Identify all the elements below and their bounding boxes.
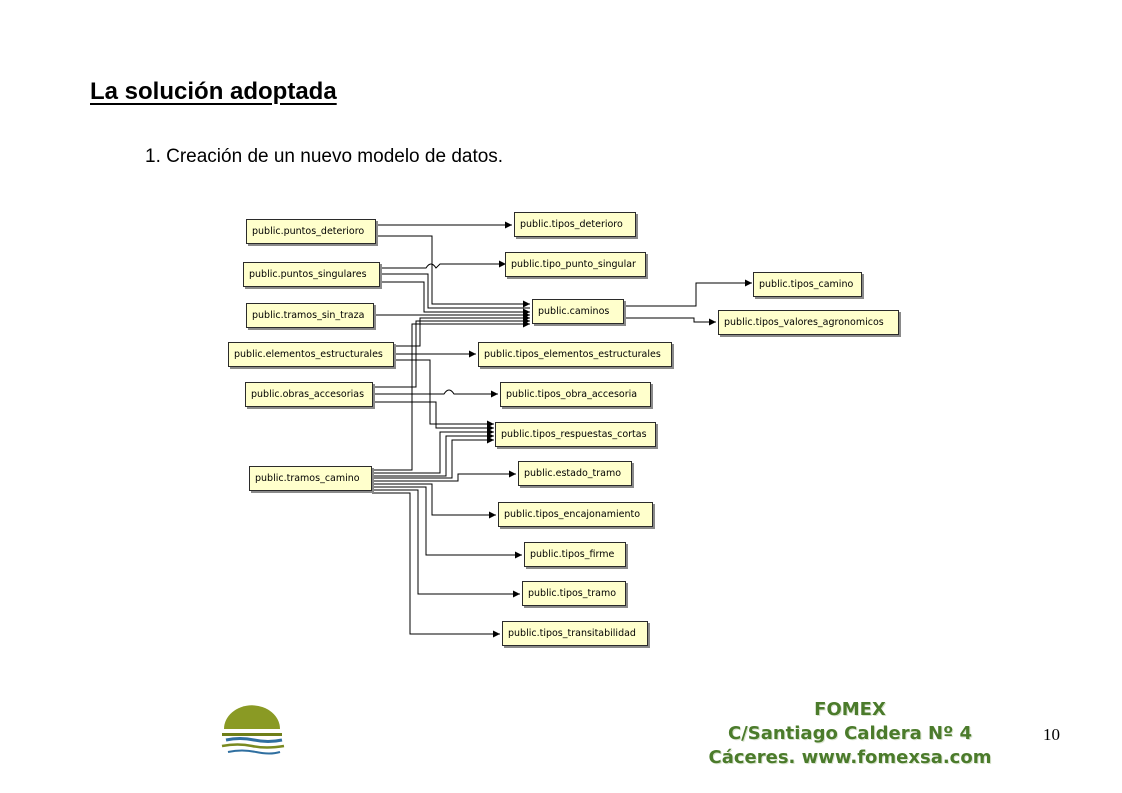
relation-line: [624, 317, 716, 326]
relation-line: [380, 281, 530, 316]
relation-line: [372, 436, 494, 479]
relation-line: [373, 317, 530, 388]
table-node[interactable]: public.puntos_singulares: [243, 262, 380, 287]
company-name: FOMEX: [814, 699, 886, 720]
table-node[interactable]: public.obras_accesorias: [245, 382, 373, 407]
relation-line: [372, 483, 496, 519]
table-node[interactable]: public.tipos_transitabilidad: [502, 621, 648, 646]
table-node[interactable]: public.tipos_firme: [524, 542, 626, 567]
relation-line: [373, 389, 498, 398]
table-node[interactable]: public.tramos_camino: [249, 466, 372, 491]
relation-line: [373, 401, 494, 432]
table-node[interactable]: public.tipos_camino: [753, 272, 862, 297]
table-node[interactable]: public.tipos_elementos_estructurales: [478, 342, 672, 367]
table-node[interactable]: public.tipos_tramo: [522, 581, 626, 606]
relation-line: [380, 273, 530, 309]
company-address: C/Santiago Caldera Nº 4: [727, 723, 973, 744]
bullet-text: 1. Creación de un nuevo modelo de datos.: [145, 146, 504, 167]
table-node[interactable]: public.tipo_punto_singular: [505, 252, 646, 277]
relation-line: [624, 279, 752, 307]
relation-line: [372, 470, 516, 482]
relation-line: [394, 359, 494, 428]
relation-line: [372, 486, 522, 559]
relation-line: [372, 428, 494, 474]
relation-line: [372, 432, 494, 477]
table-node[interactable]: public.tipos_encajonamiento: [498, 502, 653, 527]
table-node[interactable]: public.puntos_deterioro: [246, 219, 376, 244]
relation-line: [394, 314, 530, 347]
relation-line: [376, 235, 530, 308]
company-city-web: Cáceres. www.fomexsa.com: [708, 747, 992, 768]
relation-line: [372, 489, 520, 598]
relation-line: [372, 492, 500, 638]
table-node[interactable]: public.tipos_respuestas_cortas: [495, 422, 656, 447]
table-node[interactable]: public.tipos_deterioro: [514, 212, 636, 237]
slide-title: La solución adoptada: [90, 78, 337, 105]
table-node[interactable]: public.tipos_obra_accesoria: [500, 382, 651, 407]
relation-line: [380, 260, 506, 269]
table-node[interactable]: public.tipos_valores_agronomicos: [718, 310, 899, 335]
table-node[interactable]: public.caminos: [532, 299, 624, 324]
table-node[interactable]: public.estado_tramo: [518, 461, 632, 486]
table-node[interactable]: public.elementos_estructurales: [228, 342, 394, 367]
fomex-logo-icon: [221, 705, 285, 755]
page-number: 10: [1043, 725, 1060, 744]
company-info: FOMEX C/Santiago Caldera Nº 4 Cáceres. w…: [700, 698, 1000, 770]
table-node[interactable]: public.tramos_sin_traza: [246, 303, 374, 328]
relation-line: [372, 320, 530, 471]
